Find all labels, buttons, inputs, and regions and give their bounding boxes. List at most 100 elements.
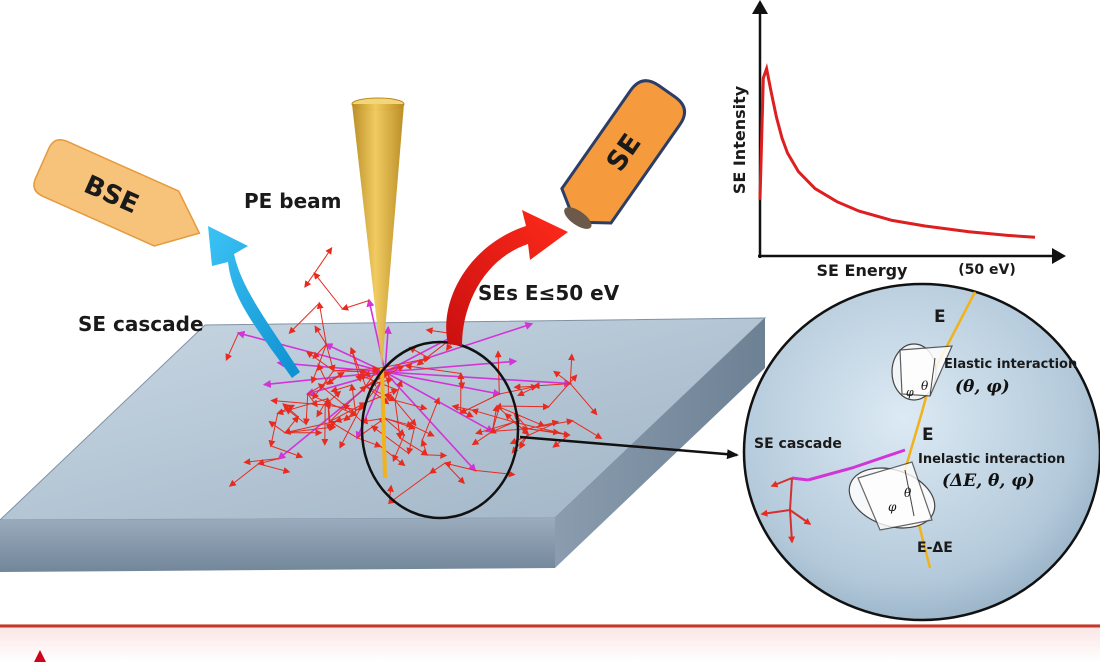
red-se-trajectory xyxy=(429,462,446,474)
red-se-trajectory xyxy=(349,383,357,415)
red-se-trajectory xyxy=(394,379,403,401)
red-se-trajectory xyxy=(284,407,307,425)
red-se-trajectory xyxy=(317,383,357,416)
red-se-trajectory xyxy=(408,346,430,359)
magenta-trajectory xyxy=(384,371,502,397)
red-se-trajectory xyxy=(333,365,380,373)
inelastic-interaction-params: (ΔE, θ, φ) xyxy=(942,471,1035,491)
red-se-trajectory xyxy=(225,332,239,361)
red-se-trajectory xyxy=(553,370,571,385)
red-se-trajectory xyxy=(365,377,394,387)
red-se-trajectory xyxy=(370,425,409,454)
red-se-trajectory xyxy=(312,370,335,400)
ses-energy-label: SEs E≤50 eV xyxy=(478,281,620,305)
red-se-trajectory xyxy=(288,302,320,334)
inelastic-theta: θ xyxy=(904,486,912,500)
inelastic-cone xyxy=(848,461,936,531)
zoom-connector-arrow xyxy=(519,435,739,460)
footer-band xyxy=(0,624,1100,662)
red-se-trajectory xyxy=(360,417,385,425)
pe-beam-penetration xyxy=(380,367,387,479)
red-se-trajectory xyxy=(548,374,578,408)
red-se-trajectory xyxy=(489,421,515,434)
red-se-trajectory xyxy=(316,398,329,418)
zoom-se-cascade-label: SE cascade xyxy=(754,436,842,452)
elastic-phi: φ xyxy=(906,386,914,399)
red-se-trajectory xyxy=(343,402,366,422)
red-se-trajectory xyxy=(475,421,515,436)
magenta-trajectory xyxy=(277,371,386,460)
red-se-trajectory xyxy=(452,405,474,418)
red-se-trajectory xyxy=(451,403,473,411)
red-se-trajectory xyxy=(458,373,466,390)
red-se-trajectory xyxy=(421,397,441,441)
zoom-e-mid: E xyxy=(922,425,934,445)
red-se-trajectory xyxy=(444,462,465,485)
magenta-trajectory xyxy=(384,357,518,373)
red-se-trajectory xyxy=(270,445,304,459)
red-se-trajectory xyxy=(268,413,279,448)
inelastic-phi: φ xyxy=(888,500,897,514)
red-se-trajectory xyxy=(384,417,416,430)
red-se-trajectory xyxy=(324,390,342,406)
bse-emission-arrow xyxy=(208,226,300,378)
red-se-trajectory xyxy=(326,372,344,385)
se-emission-arrow xyxy=(446,210,568,346)
red-se-trajectory xyxy=(329,402,367,422)
zoom-circle xyxy=(742,282,1100,622)
red-se-trajectory xyxy=(304,273,315,288)
red-se-trajectory xyxy=(317,363,328,385)
footer-marker-icon xyxy=(34,650,46,662)
red-se-trajectory xyxy=(443,461,476,471)
zoom-detail: θ φ θ φ E E E-ΔE Elastic interaction (θ,… xyxy=(742,282,1100,622)
red-se-trajectory xyxy=(496,403,550,411)
red-se-trajectory xyxy=(471,430,493,446)
inelastic-interaction-label: Inelastic interaction xyxy=(918,452,1065,467)
red-se-trajectory xyxy=(330,384,352,393)
red-se-trajectory xyxy=(341,300,370,311)
zoom-e-bottom: E-ΔE xyxy=(917,540,953,556)
elastic-cone xyxy=(891,343,953,401)
chart-series-line xyxy=(758,62,1036,239)
red-se-trajectory xyxy=(532,382,571,390)
red-se-trajectory xyxy=(512,419,570,436)
red-se-trajectory xyxy=(543,418,574,427)
magenta-trajectory xyxy=(383,325,392,373)
red-se-trajectory xyxy=(313,272,343,310)
se-spectrum-chart: SE Intensity SE Energy (50 eV) xyxy=(730,0,1066,280)
magenta-trajectory xyxy=(384,371,573,388)
red-se-trajectory xyxy=(394,399,417,427)
red-se-trajectory xyxy=(399,437,429,456)
se-detector: SE xyxy=(560,79,687,229)
slab-side-face xyxy=(555,318,765,568)
red-se-trajectory xyxy=(365,367,379,387)
red-se-trajectory xyxy=(386,484,394,504)
red-se-trajectory xyxy=(258,463,291,474)
red-se-trajectory xyxy=(283,420,337,435)
red-se-trajectory xyxy=(509,421,559,445)
chart-ylabel: SE Intensity xyxy=(730,85,749,194)
red-se-trajectory xyxy=(313,247,333,274)
red-se-trajectory xyxy=(406,428,415,455)
red-se-trajectory xyxy=(572,420,603,439)
red-se-trajectory xyxy=(404,363,461,374)
elastic-interaction-label: Elastic interaction xyxy=(944,357,1077,372)
interaction-region-circle xyxy=(360,340,520,520)
red-se-trajectory xyxy=(420,439,428,456)
red-se-trajectory xyxy=(427,451,448,459)
slab-front-face xyxy=(0,518,555,572)
chart-xlabel: SE Energy xyxy=(817,261,909,280)
red-se-trajectory xyxy=(302,393,310,426)
red-se-trajectory xyxy=(527,428,571,438)
red-se-trajectory xyxy=(339,409,360,449)
red-se-trajectory xyxy=(270,397,326,406)
red-se-trajectory xyxy=(228,463,259,487)
red-se-trajectory xyxy=(316,301,327,345)
se-cascade-label: SE cascade xyxy=(78,312,204,336)
zoom-e-top: E xyxy=(934,307,946,327)
red-se-trajectory xyxy=(305,351,334,372)
pe-beam-label: PE beam xyxy=(244,189,342,213)
zoom-se-cascade-tree xyxy=(760,448,906,544)
elastic-interaction-params: (θ, φ) xyxy=(955,377,1010,397)
